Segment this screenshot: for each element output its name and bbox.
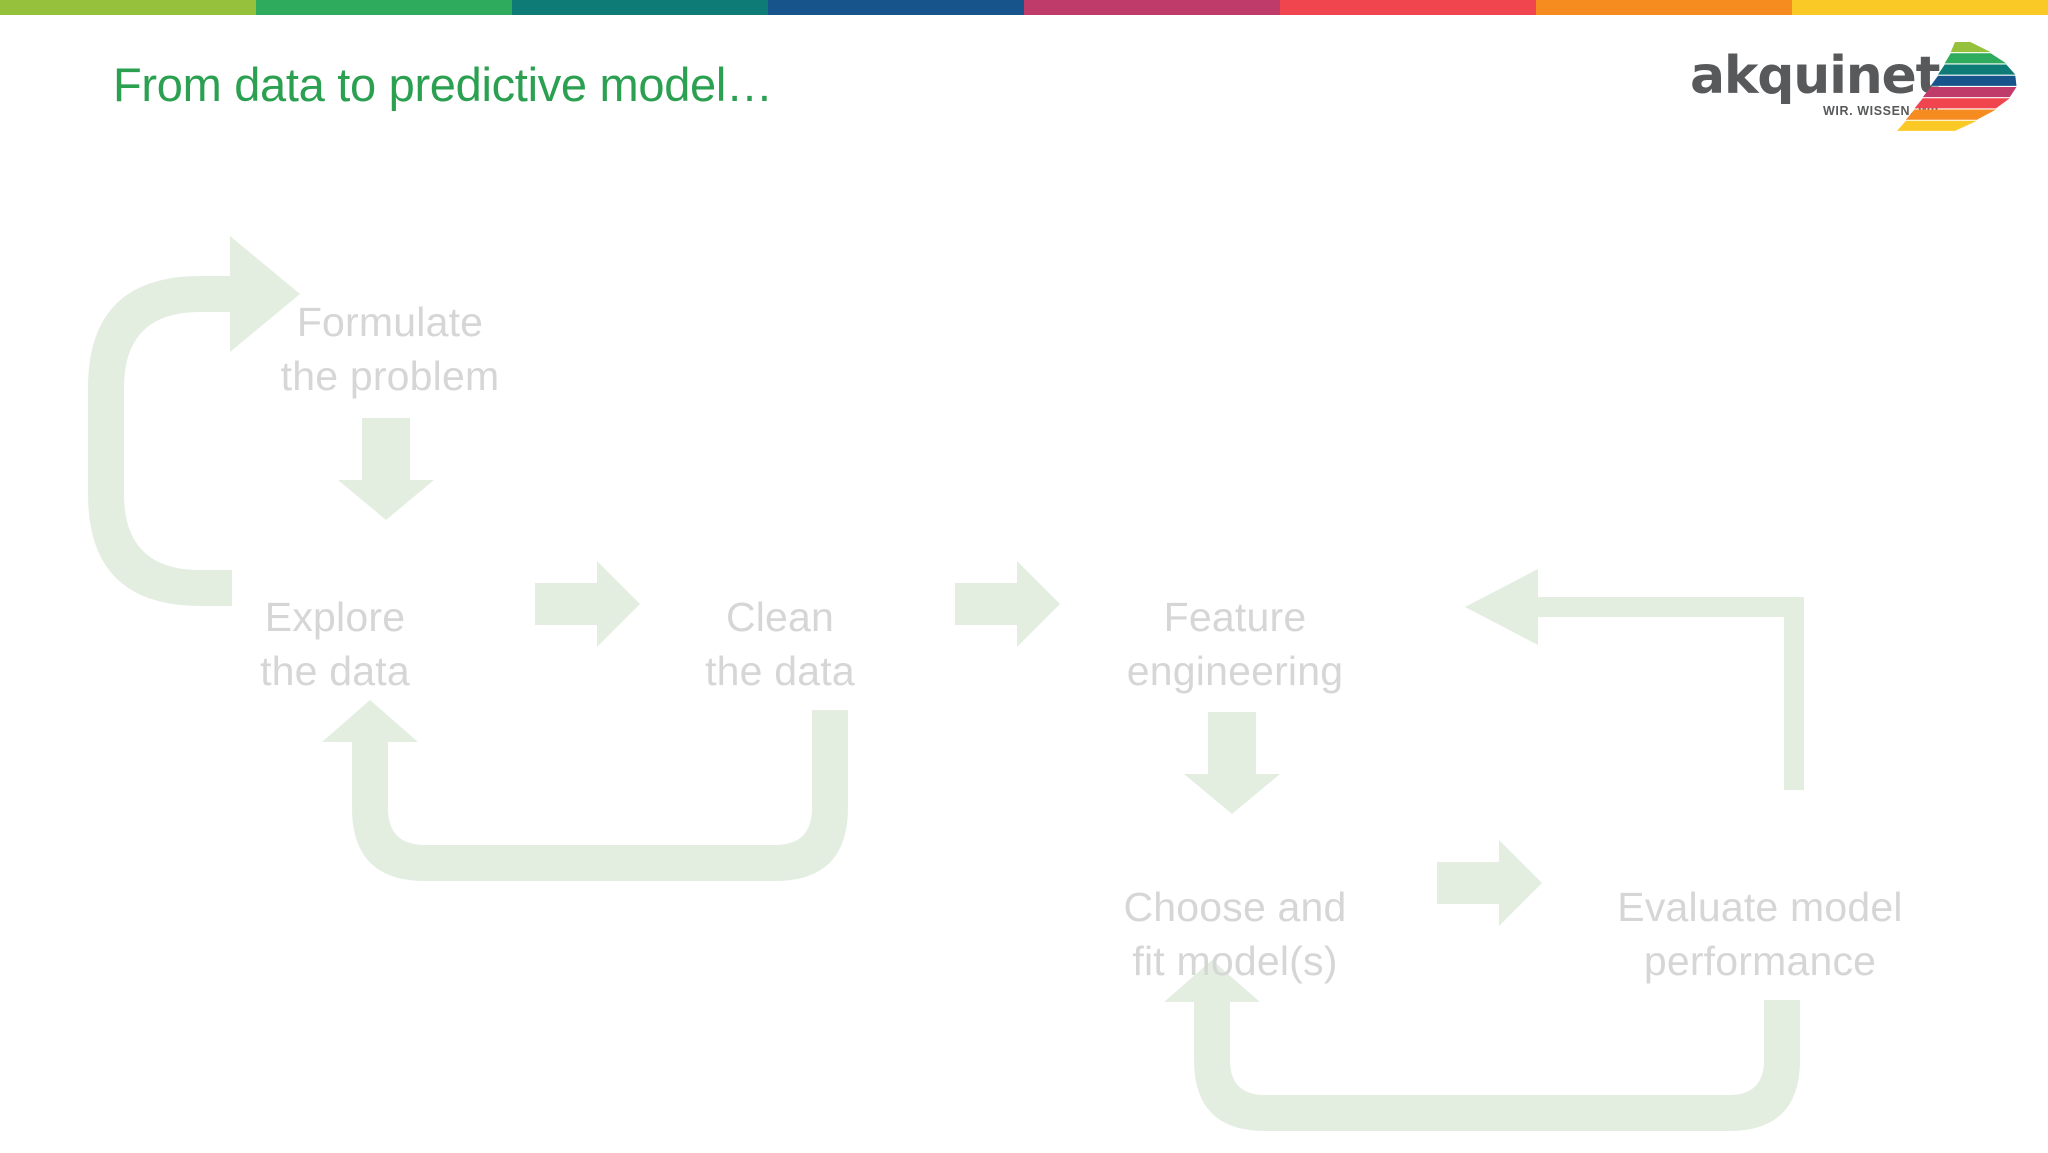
- color-bar-segment-5: [1024, 0, 1280, 15]
- process-node-clean-label: Clean the data: [705, 593, 855, 695]
- process-node-clean: Clean the data: [685, 535, 875, 699]
- process-node-formulate: Formulate the problem: [240, 240, 540, 404]
- connector-formulate-to-explore: [338, 418, 434, 520]
- color-bar-segment-7: [1536, 0, 1792, 15]
- process-node-choose-fit-model-label: Choose and fit model(s): [1123, 883, 1347, 985]
- akquinet-logo: akquinet WIR. WISSEN. WIE.: [1690, 36, 2020, 136]
- color-bar-segment-2: [256, 0, 512, 15]
- swoosh-band-2: [1944, 53, 2007, 64]
- color-bar-segment-6: [1280, 0, 1536, 15]
- swoosh-band-4: [1930, 75, 2017, 86]
- connector-clean-back-to-explore: [322, 700, 848, 881]
- process-node-feature-engineering-label: Feature engineering: [1126, 593, 1344, 695]
- process-node-explore: Explore the data: [240, 535, 430, 699]
- swoosh-band-7: [1905, 109, 1996, 120]
- rainbow-color-bar: [0, 0, 2048, 15]
- color-bar-segment-4: [768, 0, 1024, 15]
- connector-clean-to-feature: [955, 561, 1060, 647]
- connector-explore-to-clean: [535, 561, 640, 647]
- process-node-feature-engineering: Feature engineering: [1090, 535, 1380, 699]
- logo-swoosh-icon: [1897, 42, 2017, 131]
- process-node-choose-fit-model: Choose and fit model(s): [1090, 825, 1380, 989]
- swoosh-band-3: [1938, 64, 2016, 75]
- logo-wordmark: akquinet: [1690, 46, 1940, 106]
- process-node-formulate-label: Formulate the problem: [280, 298, 500, 400]
- color-bar-segment-8: [1792, 0, 2048, 15]
- process-node-evaluate-model: Evaluate model performance: [1570, 825, 1950, 989]
- connector-feature-to-choose: [1184, 712, 1280, 814]
- process-node-evaluate-model-label: Evaluate model performance: [1617, 883, 1903, 985]
- process-node-explore-label: Explore the data: [260, 593, 410, 695]
- slide-title: From data to predictive model…: [113, 58, 773, 111]
- swoosh-band-8: [1897, 120, 1977, 131]
- swoosh-band-1: [1950, 42, 1991, 53]
- connector-choose-to-evaluate: [1437, 840, 1542, 926]
- swoosh-band-6: [1914, 98, 2010, 109]
- swoosh-band-5: [1922, 87, 2017, 98]
- connector-evaluate-back-to-feature: [1465, 569, 1804, 790]
- color-bar-segment-3: [512, 0, 768, 15]
- color-bar-segment-1: [0, 0, 256, 15]
